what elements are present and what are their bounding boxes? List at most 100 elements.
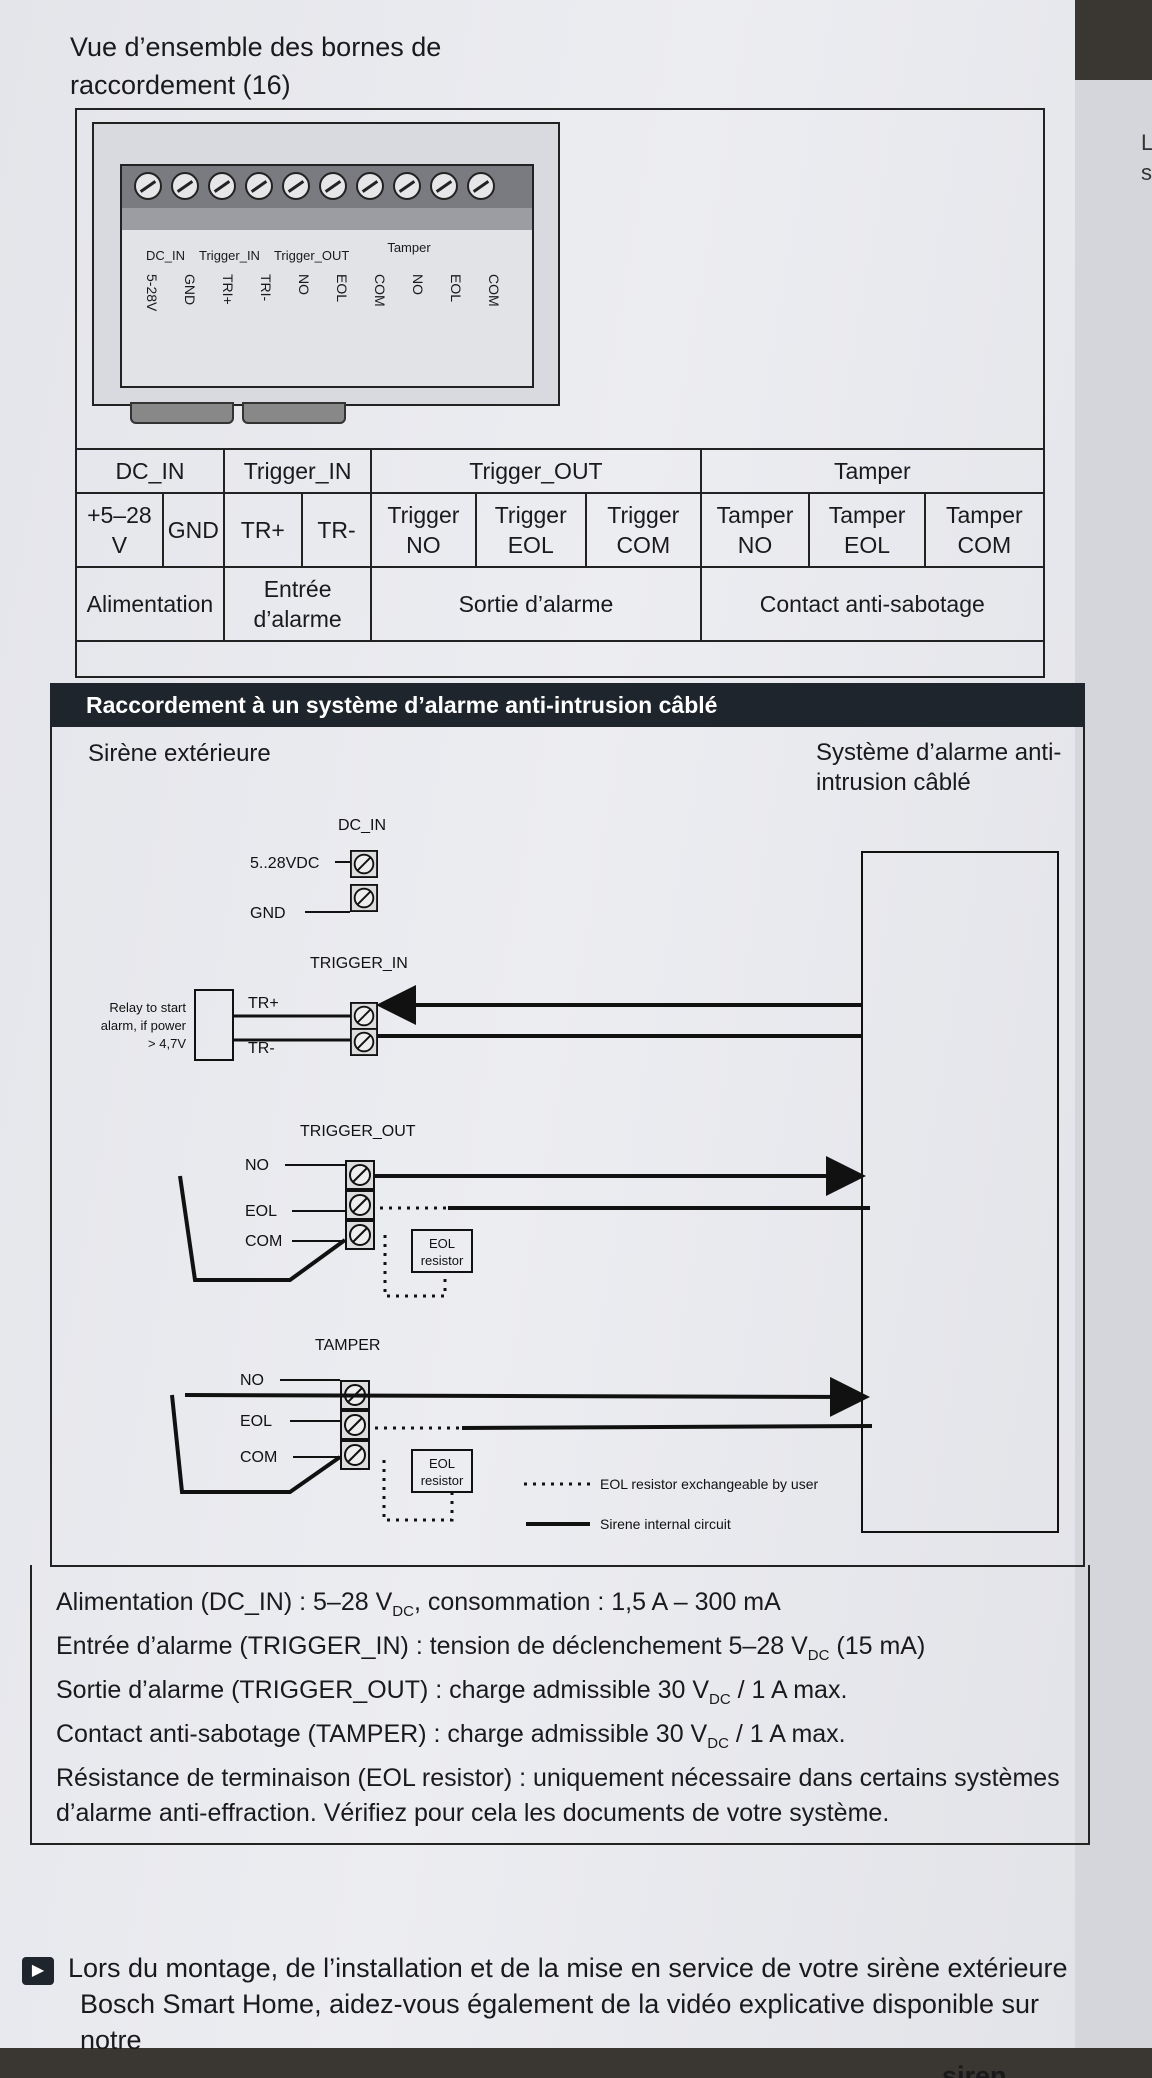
screw-icon xyxy=(282,172,310,200)
screw-icon xyxy=(393,172,421,200)
terminal-screw-icon xyxy=(350,850,378,878)
table-function-cell: Contact anti-sabotage xyxy=(699,566,1046,642)
wiring-section-header: Raccordement à un système d’alarme anti-… xyxy=(50,683,1085,727)
device-pin-label: EOL xyxy=(448,274,464,303)
device-pin-label: EOL xyxy=(334,274,350,303)
wiring-diagram-box xyxy=(50,727,1085,1567)
eol-resistor-box xyxy=(411,1229,473,1273)
device-foot xyxy=(130,402,234,424)
note-line: Lors du montage, de l’installation et de… xyxy=(68,1953,1068,1983)
screw-icon xyxy=(171,172,199,200)
screw-icon xyxy=(208,172,236,200)
no-label: NO xyxy=(245,1157,269,1174)
spec-line: Résistance de terminaison (EOL resistor)… xyxy=(56,1764,1060,1827)
eol-label: EOL xyxy=(240,1413,272,1430)
note-line: Bosch Smart Home, aidez-vous également d… xyxy=(80,1989,1040,2055)
table-group-header: DC_IN xyxy=(75,448,225,494)
com-label: COM xyxy=(240,1449,277,1466)
table-function-cell: Sortie d’alarme xyxy=(370,566,702,642)
eol-resistor-text: EOL xyxy=(429,1456,455,1471)
dc-in-label: DC_IN xyxy=(338,817,386,834)
table-pin-cell: Trigger EOL xyxy=(474,492,587,568)
next-page-letter: L xyxy=(1141,130,1152,155)
device-pin-label: COM xyxy=(372,274,388,307)
table-pin-cell: GND xyxy=(161,492,225,568)
terminal-screw-icon xyxy=(350,884,378,912)
video-note: ▶ Lors du montage, de l’installation et d… xyxy=(22,1950,1072,2078)
device-group-label: Trigger_IN xyxy=(199,248,260,263)
device-group-label: DC_IN xyxy=(146,248,186,263)
table-pin-cell: +5–28 V xyxy=(75,492,164,568)
relay-text: Relay to start xyxy=(109,1000,186,1015)
table-pin-cell: Trigger NO xyxy=(370,492,477,568)
device-pin-label: COM xyxy=(486,274,502,307)
device-foot xyxy=(242,402,346,424)
device-pin-label: NO xyxy=(296,274,312,295)
device-pin-label: 5-28V xyxy=(144,274,160,312)
table-group-header: Tamper xyxy=(699,448,1046,494)
tr-plus-label: TR+ xyxy=(248,995,279,1012)
device-group-label: Trigger_OUT xyxy=(273,248,350,263)
screw-icon xyxy=(134,172,162,200)
legend-solid-text: Sirene internal circuit xyxy=(600,1516,731,1532)
device-pin-label: NO xyxy=(410,274,426,295)
table-function-cell: Alimentation xyxy=(75,566,225,642)
no-label: NO xyxy=(240,1372,264,1389)
eol-label: EOL xyxy=(245,1203,277,1220)
table-pin-cell: Tamper EOL xyxy=(808,492,926,568)
device-pin-label: TRI+ xyxy=(220,274,236,305)
terminal-table: DC_IN Trigger_IN Trigger_OUT Tamper +5–2… xyxy=(75,448,1046,642)
table-group-header: Trigger_OUT xyxy=(370,448,702,494)
table-pin-cell: Tamper NO xyxy=(699,492,811,568)
next-page-letter: s xyxy=(1141,160,1152,185)
terminal-screw-icon xyxy=(340,1410,370,1440)
table-pin-cell: Tamper COM xyxy=(923,492,1046,568)
specifications-box: Alimentation (DC_IN) : 5–28 VDC, consomm… xyxy=(30,1565,1090,1845)
terminal-overview-box xyxy=(75,108,1045,678)
section-title: Vue d’ensemble des bornes de raccordemen… xyxy=(70,32,442,100)
trigger-out-label: TRIGGER_OUT xyxy=(300,1123,416,1140)
terminal-screws xyxy=(134,172,495,200)
device-group-label: Tamper xyxy=(387,240,431,255)
note-line-partial: siren xyxy=(942,2061,1007,2078)
eol-resistor-text: resistor xyxy=(421,1473,464,1488)
terminal-screw-icon xyxy=(345,1190,375,1220)
terminal-screw-icon xyxy=(345,1160,375,1190)
table-function-cell: Entrée d’alarme xyxy=(222,566,373,642)
terminal-screw-icon xyxy=(345,1220,375,1250)
eol-resistor-box xyxy=(411,1449,473,1493)
device-pin-label: GND xyxy=(182,274,198,306)
table-group-header: Trigger_IN xyxy=(222,448,373,494)
legend-dotted-text: EOL resistor exchangeable by user xyxy=(600,1476,818,1492)
table-pin-cell: Trigger COM xyxy=(584,492,702,568)
device-pin-label: TRI- xyxy=(258,274,274,302)
gnd-label: GND xyxy=(250,905,286,922)
com-label: COM xyxy=(245,1233,282,1250)
eol-resistor-text: resistor xyxy=(421,1253,464,1268)
eol-resistor-text: EOL xyxy=(429,1236,455,1251)
screw-icon xyxy=(319,172,347,200)
spec-line: Contact anti-sabotage (TAMPER) : charge … xyxy=(56,1720,846,1752)
table-pin-cell: TR+ xyxy=(222,492,303,568)
tr-minus-label: TR- xyxy=(248,1040,275,1057)
terminal-screw-icon xyxy=(350,1028,378,1056)
relay-box xyxy=(194,989,234,1061)
spec-line: Alimentation (DC_IN) : 5–28 VDC, consomm… xyxy=(56,1588,781,1620)
play-icon: ▶ xyxy=(22,1957,54,1985)
terminal-screw-icon xyxy=(340,1440,370,1470)
screw-icon xyxy=(467,172,495,200)
terminal-block-illustration: DC_IN Trigger_IN Trigger_OUT Tamper 5-28… xyxy=(92,122,560,406)
table-pin-cell: TR- xyxy=(300,492,373,568)
tamper-label: TAMPER xyxy=(315,1337,380,1354)
terminal-screw-icon xyxy=(350,1002,378,1030)
trigger-in-label: TRIGGER_IN xyxy=(310,955,408,972)
alarm-system-label: Système d’alarme anti-intrusion câblé xyxy=(816,739,1062,796)
screw-icon xyxy=(245,172,273,200)
spec-line: Entrée d’alarme (TRIGGER_IN) : tension d… xyxy=(56,1632,926,1664)
next-page-edge: L s xyxy=(1075,80,1152,2048)
screw-icon xyxy=(430,172,458,200)
dc-voltage-label: 5..28VDC xyxy=(250,855,319,872)
spec-line: Sortie d’alarme (TRIGGER_OUT) : charge a… xyxy=(56,1676,848,1708)
siren-label: Sirène extérieure xyxy=(88,740,271,767)
